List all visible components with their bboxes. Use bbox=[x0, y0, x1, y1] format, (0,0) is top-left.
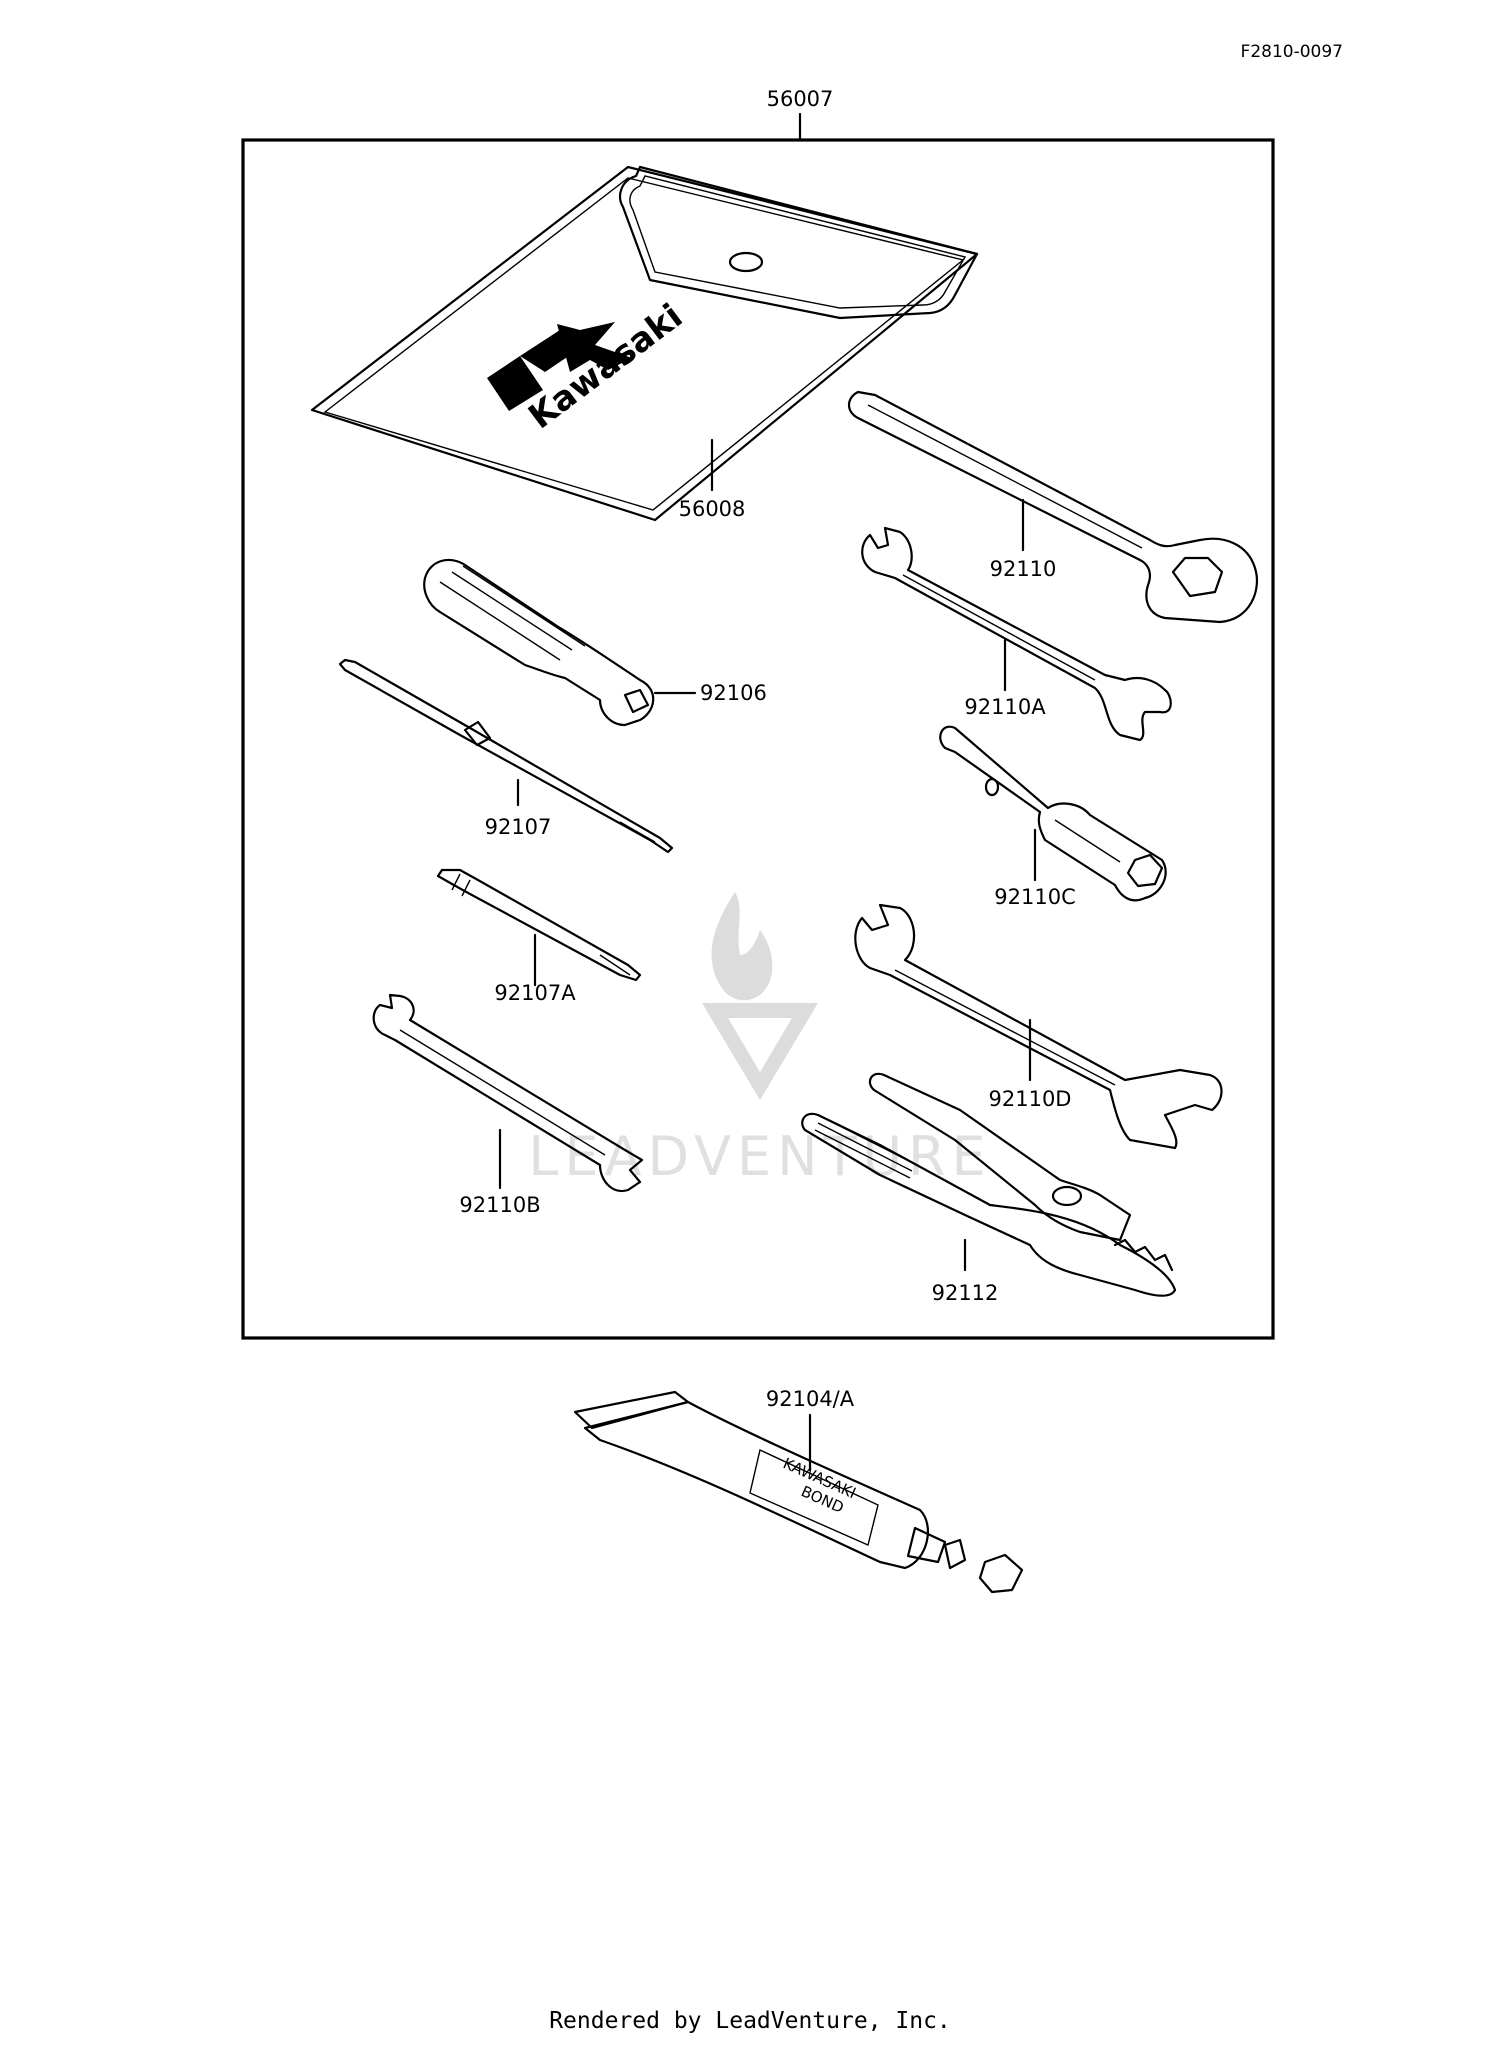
screwdriver-handle-illustration bbox=[423, 558, 697, 727]
label-92107: 92107 bbox=[485, 815, 552, 839]
label-92110D: 92110D bbox=[989, 1087, 1072, 1111]
label-92106: 92106 bbox=[700, 681, 767, 705]
leadventure-watermark: LEADVENTURE bbox=[528, 892, 986, 1188]
label-92110C: 92110C bbox=[994, 885, 1075, 909]
tool-kit-frame bbox=[241, 138, 1275, 1340]
open-end-wrench-large-illustration bbox=[854, 903, 1223, 1150]
footer-credit: Rendered by LeadVenture, Inc. bbox=[549, 2008, 951, 2034]
box-wrench-illustration bbox=[847, 390, 1259, 624]
diagram-ref: F2810-0097 bbox=[1241, 42, 1343, 62]
label-92110A: 92110A bbox=[964, 695, 1046, 719]
double-spanner-illustration bbox=[372, 993, 644, 1193]
open-end-wrench-small-illustration bbox=[861, 526, 1172, 742]
label-56008: 56008 bbox=[679, 497, 746, 521]
screwdriver-blade-long-illustration bbox=[338, 658, 674, 854]
bond-tube-illustration: KAWASAKI BOND bbox=[573, 1390, 1024, 1594]
socket-spanner-illustration bbox=[939, 725, 1167, 902]
label-56007: 56007 bbox=[767, 87, 834, 111]
kawasaki-logo: Kawasaki bbox=[487, 296, 690, 437]
pliers-illustration bbox=[801, 1072, 1177, 1297]
tool-pouch-illustration: Kawasaki bbox=[310, 165, 979, 522]
label-92112: 92112 bbox=[932, 1281, 999, 1305]
label-92104-A: 92104/A bbox=[766, 1387, 855, 1411]
label-92107A: 92107A bbox=[494, 981, 576, 1005]
screwdriver-bit-illustration bbox=[436, 868, 642, 987]
label-92110: 92110 bbox=[990, 557, 1057, 581]
label-92110B: 92110B bbox=[459, 1193, 540, 1217]
